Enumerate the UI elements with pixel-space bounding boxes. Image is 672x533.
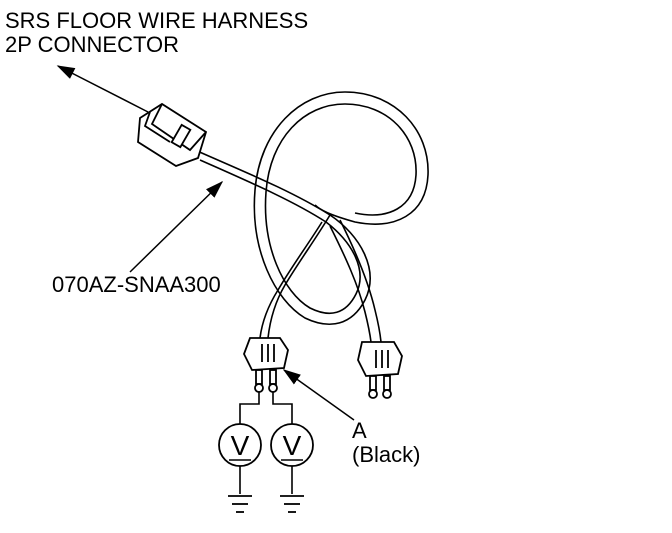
voltmeter-1: V — [218, 423, 262, 467]
title-line-2: 2P CONNECTOR — [5, 32, 180, 57]
voltmeter-2-symbol: V — [283, 430, 302, 461]
callout-a-color-note: (Black) — [352, 442, 421, 467]
ground-symbol-2 — [280, 495, 304, 513]
voltmeter-2: V — [270, 423, 314, 467]
part-number-label: 070AZ-SNAA300 — [52, 272, 221, 297]
title-line-1: SRS FLOOR WIRE HARNESS — [5, 8, 309, 33]
connector-second — [357, 341, 403, 399]
part-number-leader-arrow — [129, 180, 224, 273]
callout-a-letter: A — [352, 418, 367, 443]
srs-2p-connector — [137, 102, 208, 167]
connector-a-leader-arrow — [282, 369, 355, 421]
connector-a-black — [243, 337, 289, 393]
harness-cable — [194, 91, 429, 343]
voltmeter-1-symbol: V — [231, 430, 250, 461]
meter-wiring — [239, 392, 293, 494]
title-leader-arrow — [56, 65, 149, 113]
ground-symbol-1 — [228, 495, 252, 513]
